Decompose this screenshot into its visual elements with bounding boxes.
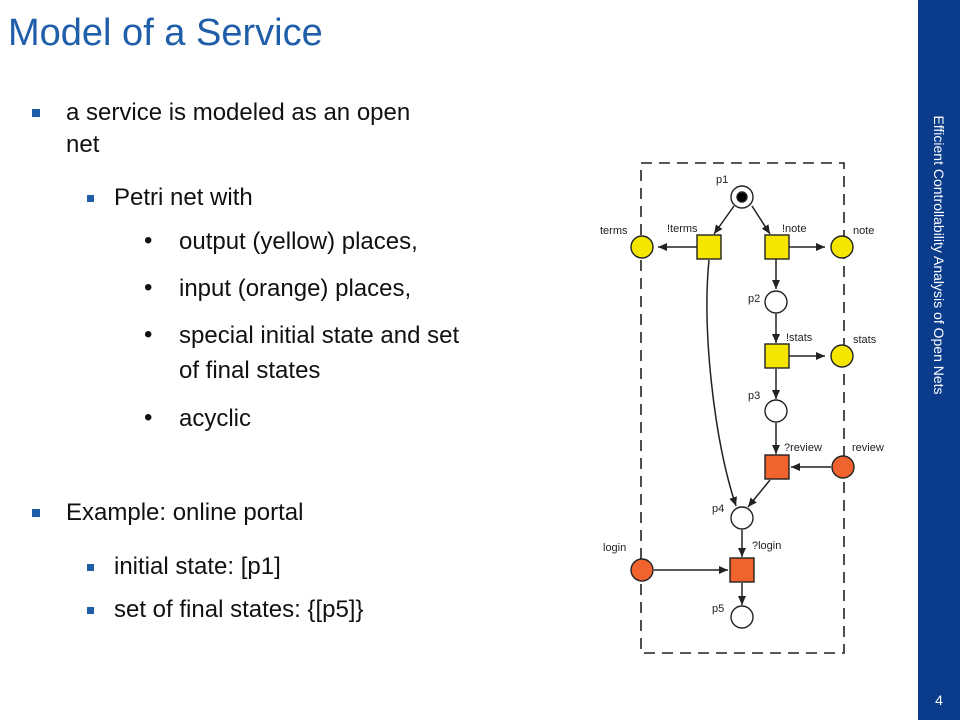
transition-note bbox=[764, 234, 790, 260]
label-p2: p2 bbox=[748, 293, 760, 305]
bullet-marker bbox=[87, 564, 94, 571]
bullet-marker bbox=[32, 109, 40, 117]
place-p3 bbox=[764, 399, 788, 423]
transition-stats bbox=[764, 343, 790, 369]
label-note: note bbox=[853, 225, 874, 237]
transition-login bbox=[729, 557, 755, 583]
arc-termst-p4 bbox=[706, 259, 737, 507]
place-note bbox=[830, 235, 854, 259]
label-t-stats: !stats bbox=[786, 332, 813, 344]
transition-terms bbox=[696, 234, 722, 260]
bullet-initial-state-cont: of final states bbox=[179, 357, 321, 384]
place-terms bbox=[630, 235, 654, 259]
label-stats: stats bbox=[853, 334, 877, 346]
label-terms: terms bbox=[600, 225, 628, 237]
bullet-service-model-cont: net bbox=[66, 131, 100, 158]
place-p5 bbox=[730, 605, 754, 629]
places bbox=[630, 185, 855, 629]
label-p3: p3 bbox=[748, 390, 760, 402]
place-p4 bbox=[730, 506, 754, 530]
bullet-dot: • bbox=[144, 227, 153, 254]
bullet-input-places: input (orange) places, bbox=[179, 275, 412, 302]
place-login bbox=[630, 558, 654, 582]
transition-review bbox=[764, 454, 790, 480]
slide-title: Model of a Service bbox=[8, 12, 323, 54]
label-p4: p4 bbox=[712, 503, 724, 515]
arc-p1-note-t bbox=[751, 205, 771, 235]
label-t-note: !note bbox=[782, 223, 806, 235]
sidebar bbox=[918, 0, 960, 720]
bullet-dot: • bbox=[144, 321, 153, 348]
bullet-output-places: output (yellow) places, bbox=[179, 228, 418, 255]
label-p5: p5 bbox=[712, 603, 724, 615]
bullet-dot: • bbox=[144, 404, 153, 431]
place-stats bbox=[830, 344, 854, 368]
bullet-acyclic: acyclic bbox=[179, 405, 252, 432]
open-net-boundary bbox=[640, 162, 845, 654]
bullet-example: Example: online portal bbox=[66, 499, 304, 526]
arc-p1-terms-t bbox=[713, 205, 735, 235]
label-t-terms: !terms bbox=[667, 223, 698, 235]
label-login: login bbox=[603, 542, 626, 554]
bullet-dot: • bbox=[144, 274, 153, 301]
bullet-initial-state: special initial state and set bbox=[179, 322, 460, 349]
label-t-review: ?review bbox=[784, 442, 822, 454]
label-p1: p1 bbox=[716, 174, 728, 186]
bullet-marker bbox=[32, 509, 40, 517]
place-p2 bbox=[764, 290, 788, 314]
token bbox=[736, 191, 748, 203]
bullet-petri-net: Petri net with bbox=[114, 184, 253, 211]
bullet-marker bbox=[87, 195, 94, 202]
bullet-initial-marking: initial state: [p1] bbox=[114, 553, 281, 580]
label-t-login: ?login bbox=[752, 540, 781, 552]
bullet-final-states: set of final states: {[p5]} bbox=[114, 596, 364, 623]
page-number: 4 bbox=[935, 692, 943, 708]
place-review bbox=[831, 455, 855, 479]
arc-reviewt-p4 bbox=[747, 479, 771, 508]
label-review: review bbox=[852, 442, 884, 454]
arcs bbox=[654, 205, 831, 605]
bullet-service-model: a service is modeled as an open bbox=[66, 99, 411, 126]
transitions bbox=[696, 234, 790, 583]
bullet-marker bbox=[87, 607, 94, 614]
